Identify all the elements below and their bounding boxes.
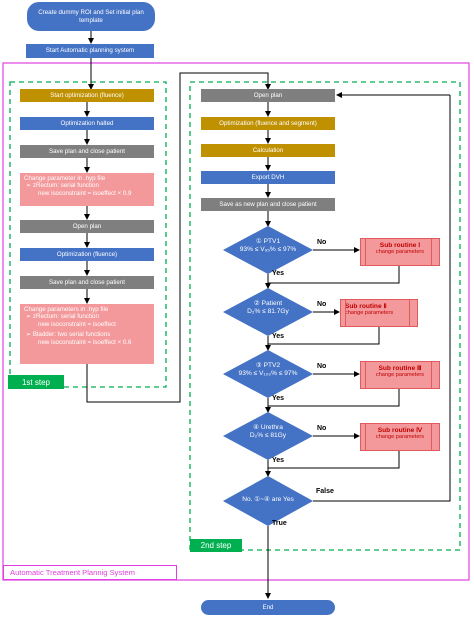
s1-save-plan-2: Save plan and close patient (20, 276, 154, 289)
edge-no-2: No (317, 301, 327, 308)
edge-false: False (316, 488, 334, 495)
s1-change2-line: new isoconstraint = isoeffect × 0.6 (38, 338, 132, 346)
decision-line: ④ Urethra (253, 424, 283, 431)
subroutine-title: Sub routine Ⅱ (345, 303, 387, 310)
edge-yes-4: Yes (272, 457, 285, 464)
subroutine-2: Sub routine Ⅱ change parameters (340, 299, 418, 327)
decision-patient (223, 288, 313, 336)
s2-save-new-plan: Save as new plan and close patient (201, 198, 335, 211)
edge-yes-1: Yes (272, 270, 285, 277)
s1-change2-line: ➢ zRectum: serial function (26, 313, 99, 321)
subroutine-desc: change parameters (375, 434, 425, 440)
subroutine-title: Sub routine Ⅲ (378, 365, 422, 372)
edge-yes-3: Yes (272, 395, 285, 402)
decision-ptv1 (223, 226, 313, 274)
system-frame (2, 62, 470, 581)
decision-line: ② Patient (253, 300, 283, 307)
subroutine-4: Sub routine Ⅳ change parameters (360, 423, 440, 451)
edge-no-1: No (317, 239, 327, 246)
subroutine-desc: change parameters (345, 310, 394, 316)
step1-frame (9, 81, 167, 388)
step1-label: 1st step (8, 375, 64, 389)
end-terminal-shape (201, 600, 335, 615)
decision-ptv2-text: ③ PTV2 93% ≤ V₁₀₀% ≤ 97% (228, 362, 308, 378)
s2-open-plan: Open plan (201, 89, 335, 102)
decision-ptv2 (223, 350, 313, 398)
decision-ptv1-text: ① PTV1 93% ≤ V₉₅% ≤ 97% (228, 238, 308, 254)
end-node: End (262, 603, 274, 611)
s1-save-plan-1: Save plan and close patient (20, 145, 154, 158)
decision-patient-text: ② Patient D₂% ≤ 81.7Gy (228, 300, 308, 316)
s1-change1-line: new isoconstraint = isoeffect × 0.9 (38, 189, 132, 197)
s1-change1-line: Change parameter in .hyp file (24, 175, 106, 182)
s1-optimization-halted: Optimization halted (20, 117, 154, 130)
edge-yes-2: Yes (272, 333, 285, 340)
decision-all-yes (223, 476, 313, 526)
s1-change2-line: ➢ Bladder: two serial functions (26, 331, 111, 339)
create-roi-node: Create dummy ROI and Set initial plan te… (38, 9, 144, 24)
decision-all-yes-text: No. ①~④ are Yes (228, 496, 308, 504)
decision-line: ① PTV1 (255, 238, 281, 245)
s1-start-optimization: Start optimization (fluence) (20, 89, 154, 102)
edge-no-4: No (317, 425, 327, 432)
decision-line: 93% ≤ V₉₅% ≤ 97% (239, 246, 297, 254)
edge-true: True (272, 520, 287, 527)
s2-export-dvh: Export DVH (201, 171, 335, 184)
s2-calculation: Calculation (201, 144, 335, 157)
subroutine-title: Sub routine Ⅰ (379, 242, 421, 249)
s1-open-plan: Open plan (20, 220, 154, 233)
decision-urethra (223, 412, 313, 460)
step2-frame (189, 81, 461, 551)
start-terminal-shape (27, 2, 155, 31)
connectors (84, 31, 451, 599)
subroutine-3: Sub routine Ⅲ change parameters (360, 361, 440, 389)
s1-change-params-1: Change parameter in .hyp file ➢ zRectum:… (20, 173, 154, 206)
subroutine-title: Sub routine Ⅳ (377, 427, 423, 434)
step2-label: 2nd step (190, 539, 242, 552)
subroutine-desc: change parameters (375, 372, 425, 378)
s2-optimization: Optimization (fluence and segment) (201, 117, 335, 130)
edge-no-3: No (317, 363, 327, 370)
s1-optimization-fluence: Optimization (fluence) (20, 248, 154, 261)
subroutine-1: Sub routine Ⅰ change parameters (360, 238, 440, 266)
system-label: Automatic Treatment Plannig System (3, 565, 177, 580)
decision-urethra-text: ④ Urethra D₂% ≤ 81Gy (228, 424, 308, 440)
decision-line: D₂% ≤ 81Gy (249, 432, 287, 440)
decision-line: ③ PTV2 (255, 362, 281, 369)
s1-change1-line: ➢ zRectum: serial function (26, 182, 99, 190)
start-system-node: Start Automatic planning system (26, 44, 154, 58)
s1-change2-line: new isoconstraint = isoeffect (38, 320, 116, 328)
decision-line: D₂% ≤ 81.7Gy (247, 308, 289, 316)
s1-change-params-2: Change parameters in .hyp file ➢ zRectum… (20, 304, 154, 364)
subroutine-desc: change parameters (375, 249, 425, 255)
decision-line: 93% ≤ V₁₀₀% ≤ 97% (238, 370, 298, 378)
decision-line: No. ①~④ are Yes (242, 496, 294, 503)
s1-change2-line: Change parameters in .hyp file (24, 306, 109, 313)
